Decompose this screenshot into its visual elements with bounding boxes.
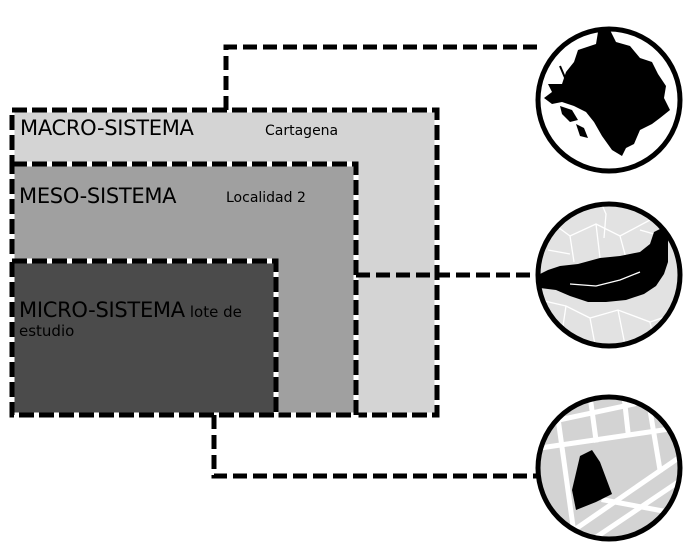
connector-micro <box>211 415 538 479</box>
micro-system-title: MICRO-SISTEMA <box>19 298 185 322</box>
city-silhouette-shape <box>544 30 670 156</box>
micro-system-box <box>9 258 279 418</box>
micro-system-label: MICRO-SISTEMA lote de estudio <box>19 298 274 341</box>
district-highlight-shape <box>538 228 668 302</box>
connector-macro <box>223 44 538 110</box>
macro-system-subtitle: Cartagena <box>265 123 339 139</box>
lot-map-inset <box>535 394 683 542</box>
meso-system-title: MESO-SISTEMA <box>19 184 177 208</box>
macro-system-title: MACRO-SISTEMA <box>20 116 194 140</box>
meso-system-subtitle: Localidad 2 <box>226 190 306 206</box>
lot-highlight-shape <box>572 450 612 510</box>
district-map-inset <box>535 201 683 349</box>
city-map-inset <box>535 26 683 174</box>
micro-system-subtitle: lote de estudio <box>19 303 242 341</box>
